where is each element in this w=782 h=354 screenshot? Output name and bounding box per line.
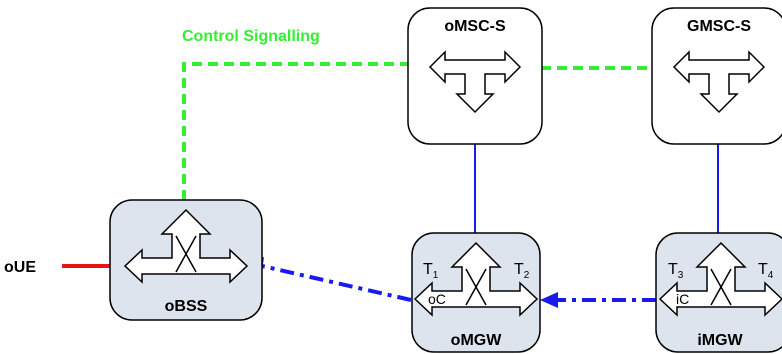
node-omsc: oMSC-S (407, 7, 543, 145)
control-signalling-lines (182, 62, 655, 200)
node-obss: oBSS (109, 199, 263, 321)
omgw-label: oMGW (451, 332, 503, 349)
obss-label: oBSS (165, 298, 208, 315)
node-omgw: T1 T2 oC oMGW (411, 232, 541, 353)
imgw-context-label: iC (676, 291, 689, 307)
arrowhead-omgw (540, 292, 558, 308)
control-line-obss-omsc (182, 62, 410, 200)
omgw-context-label: oC (428, 291, 446, 307)
bearer-omgw-obss (261, 264, 412, 302)
control-signalling-label: Control Signalling (182, 28, 320, 45)
omgw-t-left: T1 (423, 261, 439, 281)
omgw-t-right: T2 (514, 261, 530, 281)
imgw-t-left: T3 (668, 261, 684, 281)
node-imgw: T3 T4 iC iMGW (655, 232, 782, 353)
node-gmsc: GMSC-S (651, 7, 782, 145)
imgw-label: iMGW (697, 332, 743, 349)
oue-label: oUE (4, 259, 36, 276)
gmsc-label: GMSC-S (687, 18, 751, 35)
imgw-t-right: T4 (758, 261, 774, 281)
omsc-label: oMSC-S (444, 18, 506, 35)
